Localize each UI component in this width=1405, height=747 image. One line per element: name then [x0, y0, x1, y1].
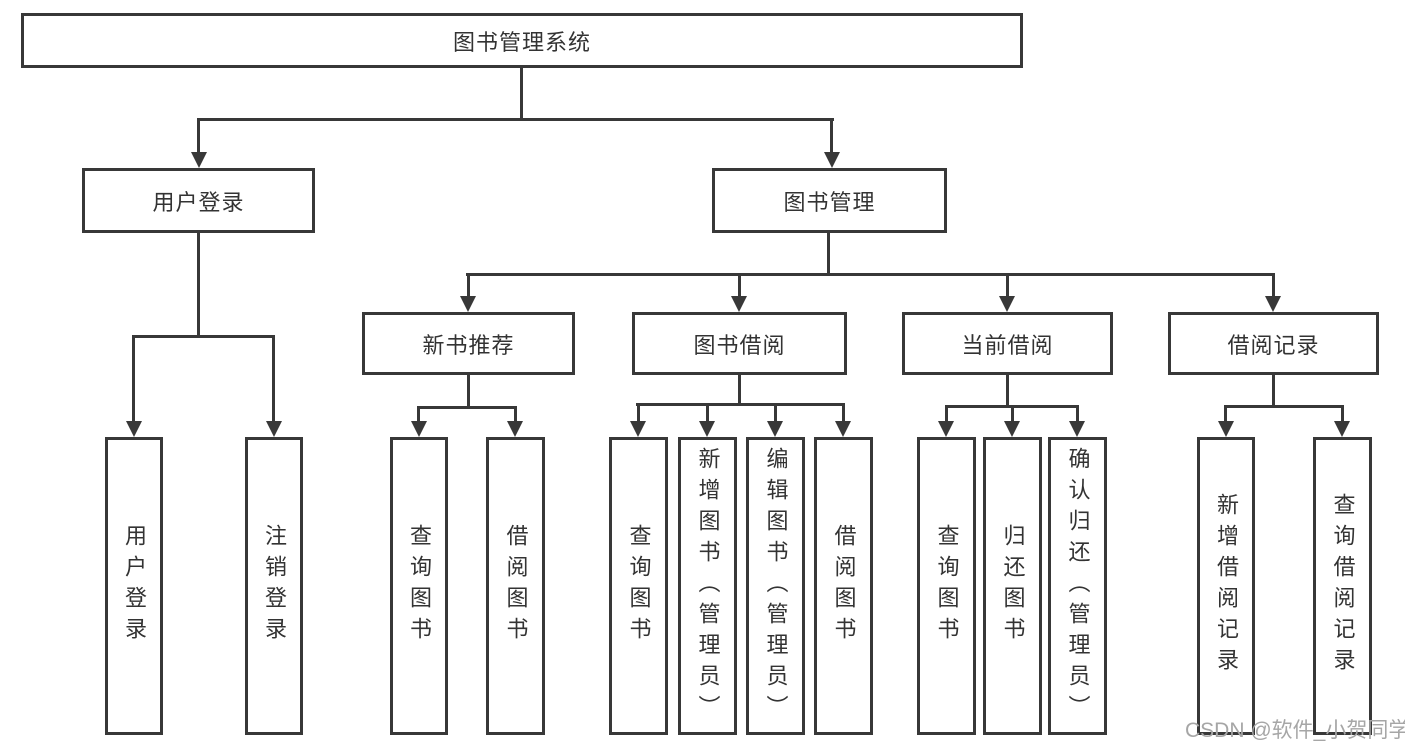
- leaf-borrow-books: 借阅图书: [486, 437, 545, 735]
- connector-vline: [514, 406, 517, 423]
- connector-hline: [197, 118, 834, 121]
- arrowhead-down-icon: [999, 296, 1015, 312]
- leaf-label: 查询图书: [934, 524, 960, 648]
- connector-vline: [842, 403, 845, 423]
- connector-vline: [1224, 405, 1227, 423]
- leaf-add-books-admin: 新增图书（管理员）: [678, 437, 737, 735]
- connector-vline: [1341, 405, 1344, 423]
- node-book-management: 图书管理: [712, 168, 947, 233]
- leaf-label: 归还图书: [1000, 524, 1026, 648]
- arrowhead-down-icon: [1218, 421, 1234, 437]
- node-root: 图书管理系统: [21, 13, 1023, 68]
- arrowhead-down-icon: [1265, 296, 1281, 312]
- arrowhead-down-icon: [1069, 421, 1085, 437]
- node-book-borrow: 图书借阅: [632, 312, 847, 375]
- leaf-label: 编辑图书（管理员）: [763, 446, 789, 726]
- connector-vline: [132, 335, 135, 423]
- connector-hline: [417, 406, 517, 409]
- leaf-user-login: 用户登录: [105, 437, 163, 735]
- connector-vline: [827, 233, 830, 273]
- connector-hline: [132, 335, 275, 338]
- connector-vline: [830, 118, 833, 154]
- leaf-label: 用户登录: [122, 524, 147, 648]
- node-user-login: 用户登录: [82, 168, 315, 233]
- node-label: 图书借阅: [693, 332, 786, 358]
- arrowhead-down-icon: [411, 421, 427, 437]
- arrowhead-down-icon: [1004, 421, 1020, 437]
- arrowhead-down-icon: [767, 421, 783, 437]
- arrowhead-down-icon: [938, 421, 954, 437]
- leaf-borrow-books: 借阅图书: [814, 437, 873, 735]
- leaf-logout: 注销登录: [245, 437, 303, 735]
- leaf-query-books: 查询图书: [917, 437, 976, 735]
- connector-vline: [197, 233, 200, 335]
- connector-vline: [197, 118, 200, 154]
- leaf-label: 查询图书: [407, 524, 432, 648]
- node-label: 借阅记录: [1227, 332, 1320, 358]
- leaf-label: 新增图书（管理员）: [695, 446, 721, 726]
- connector-vline: [774, 403, 777, 423]
- connector-vline: [945, 405, 948, 423]
- connector-vline: [1272, 375, 1275, 405]
- leaf-label: 查询图书: [626, 524, 652, 648]
- arrowhead-down-icon: [835, 421, 851, 437]
- connector-vline: [706, 403, 709, 423]
- connector-hline: [466, 273, 1275, 276]
- node-label: 图书管理系统: [452, 29, 591, 55]
- leaf-label: 新增借阅记录: [1214, 493, 1239, 679]
- arrowhead-down-icon: [731, 296, 747, 312]
- connector-vline: [1076, 405, 1079, 423]
- leaf-add-borrow-record: 新增借阅记录: [1197, 437, 1255, 735]
- connector-vline: [637, 403, 640, 423]
- csdn-watermark: CSDN @软件_小贺同学: [1185, 719, 1405, 742]
- leaf-label: 确认归还（管理员）: [1065, 446, 1091, 726]
- node-new-book-recommend: 新书推荐: [362, 312, 575, 375]
- connector-vline: [272, 335, 275, 423]
- arrowhead-down-icon: [266, 421, 282, 437]
- leaf-edit-books-admin: 编辑图书（管理员）: [746, 437, 805, 735]
- leaf-label: 注销登录: [262, 524, 287, 648]
- arrowhead-down-icon: [699, 421, 715, 437]
- connector-vline: [1011, 405, 1014, 423]
- connector-vline: [467, 273, 470, 298]
- connector-vline: [1006, 375, 1009, 405]
- arrowhead-down-icon: [824, 152, 840, 168]
- connector-vline: [1272, 273, 1275, 298]
- node-current-borrow: 当前借阅: [902, 312, 1113, 375]
- arrowhead-down-icon: [1334, 421, 1350, 437]
- node-label: 图书管理: [783, 189, 876, 215]
- leaf-query-borrow-record: 查询借阅记录: [1313, 437, 1372, 735]
- arrowhead-down-icon: [507, 421, 523, 437]
- connector-vline: [417, 406, 420, 423]
- node-label: 用户登录: [152, 189, 245, 215]
- connector-hline: [636, 403, 845, 406]
- leaf-label: 查询借阅记录: [1330, 493, 1356, 679]
- leaf-label: 借阅图书: [503, 524, 529, 648]
- connector-hline: [1224, 405, 1344, 408]
- arrowhead-down-icon: [191, 152, 207, 168]
- node-label: 新书推荐: [422, 332, 515, 358]
- connector-vline: [520, 68, 523, 118]
- connector-vline: [467, 375, 470, 406]
- arrowhead-down-icon: [460, 296, 476, 312]
- connector-vline: [738, 375, 741, 403]
- leaf-query-books: 查询图书: [609, 437, 668, 735]
- connector-vline: [738, 273, 741, 298]
- node-label: 当前借阅: [961, 332, 1054, 358]
- leaf-label: 借阅图书: [831, 524, 857, 648]
- leaf-confirm-return-admin: 确认归还（管理员）: [1048, 437, 1107, 735]
- leaf-query-books: 查询图书: [390, 437, 448, 735]
- arrowhead-down-icon: [630, 421, 646, 437]
- node-borrow-records: 借阅记录: [1168, 312, 1379, 375]
- arrowhead-down-icon: [126, 421, 142, 437]
- leaf-return-books: 归还图书: [983, 437, 1042, 735]
- connector-vline: [1006, 273, 1009, 298]
